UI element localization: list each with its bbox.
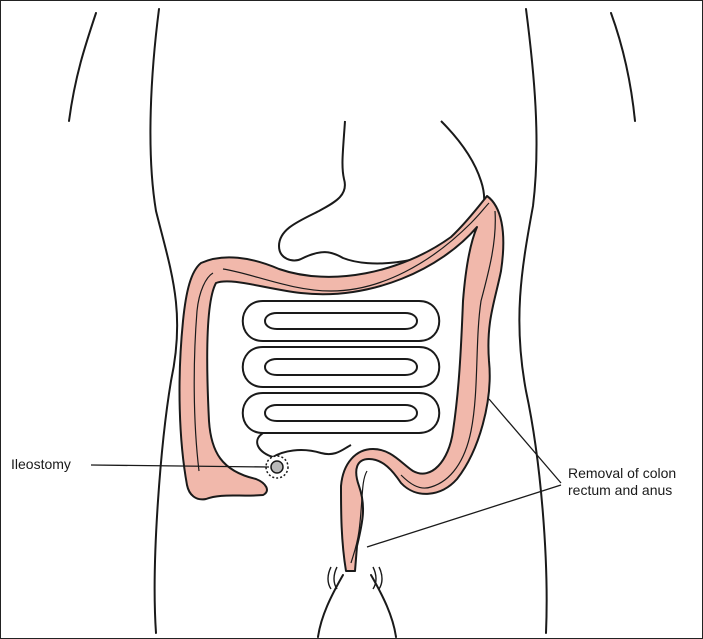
right-torso-line: [519, 9, 546, 633]
label-ileostomy: Ileostomy: [11, 456, 71, 473]
label-removal-line2: rectum and anus: [568, 482, 676, 499]
stoma: [266, 456, 288, 478]
leader-line-removal-colon: [489, 399, 561, 483]
anus-mark-right-2: [379, 567, 382, 589]
label-removal: Removal of colon rectum and anus: [568, 465, 676, 499]
left-torso-line: [150, 9, 177, 633]
right-arm-line: [611, 13, 635, 121]
ileum-to-stoma: [257, 433, 351, 457]
small-intestine-coil-4: [265, 359, 417, 375]
small-intestine-coil-6: [265, 405, 417, 421]
label-removal-line1: Removal of colon: [568, 465, 676, 482]
leader-line-ileostomy: [91, 465, 269, 467]
small-intestine-coil-1: [243, 301, 440, 341]
leader-line-removal-rectum: [367, 485, 561, 547]
left-leg-inner-line: [318, 575, 343, 637]
stoma-inner: [271, 461, 283, 473]
small-intestine-coil-3: [243, 347, 440, 387]
small-intestine-coil-5: [243, 393, 440, 433]
left-arm-line: [69, 13, 96, 121]
anus-mark-left-1: [328, 567, 331, 589]
small-intestine-coil-2: [265, 313, 417, 329]
small-intestine: [243, 301, 440, 457]
